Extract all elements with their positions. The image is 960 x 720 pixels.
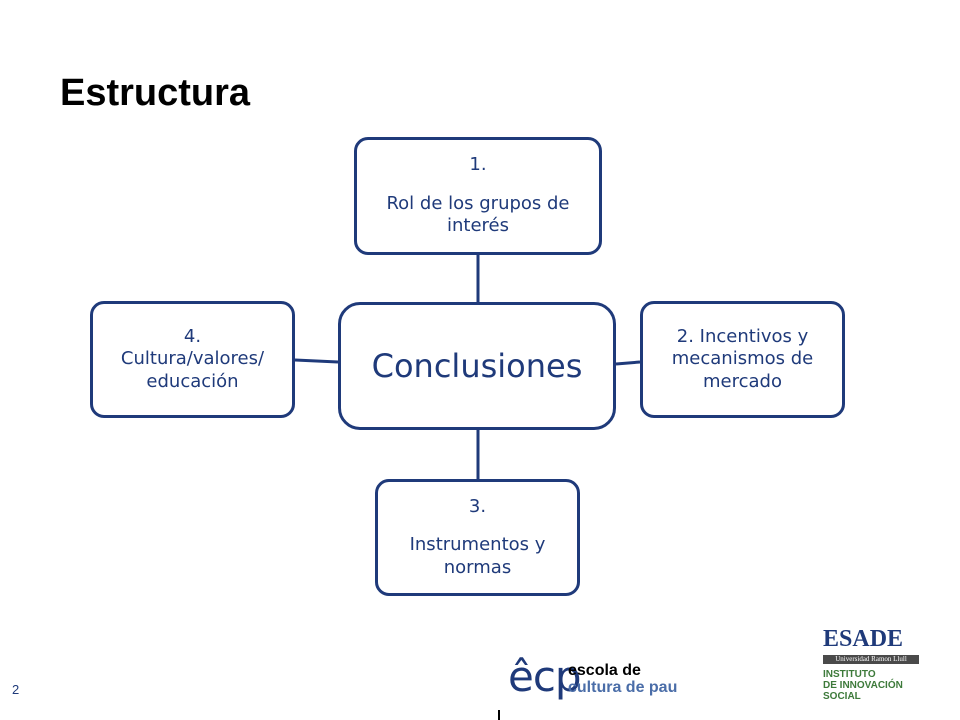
esade-inst-line1: INSTITUTO [823,669,876,680]
node-instrumentos-normas: 3. Instrumentos y normas [375,479,580,596]
node-incentivos-mecanismos: 2. Incentivos y mecanismos de mercado [640,301,845,418]
esade-inst-line2: DE INNOVACIÓN [823,680,903,691]
connector-right [615,360,641,366]
esade-logo: ESADE Universidad Ramon Llull INSTITUTO … [823,626,923,716]
node-rol-grupos-interes: 1. Rol de los grupos de interés [354,137,602,255]
ecp-logo-text: escola de cultura de pau [568,662,677,696]
center-label: Conclusiones [371,347,583,385]
node-2-label: 2. Incentivos y mecanismos de mercado [671,325,814,392]
center-node-conclusiones: Conclusiones [338,302,616,430]
node-1-label: Rol de los grupos de interés [386,192,570,237]
node-4-label: Cultura/valores/ educación [120,348,265,392]
node-3-label: Instrumentos y normas [409,534,546,578]
node-3-number: 3. [468,495,487,517]
divider-tick [498,710,500,720]
ecp-logo-line1: escola de [568,662,641,679]
esade-institute-text: INSTITUTO DE INNOVACIÓN SOCIAL [823,669,903,702]
esade-logo-bar: Universidad Ramon Llull [823,655,919,664]
slide-title: Estructura [60,72,251,114]
esade-logo-word: ESADE [823,626,904,652]
node-1-number: 1. [469,154,487,176]
ecp-logo-mark: êcp [508,652,582,701]
esade-inst-line3: SOCIAL [823,691,861,702]
slide-number: 2 [12,682,20,697]
connector-left [294,358,339,364]
node-4-number: 4. [183,325,202,347]
ecp-logo: êcp escola de cultura de pau [508,640,738,704]
node-cultura-valores: 4. Cultura/valores/ educación [90,301,295,418]
ecp-logo-line2: cultura de pau [568,679,678,696]
